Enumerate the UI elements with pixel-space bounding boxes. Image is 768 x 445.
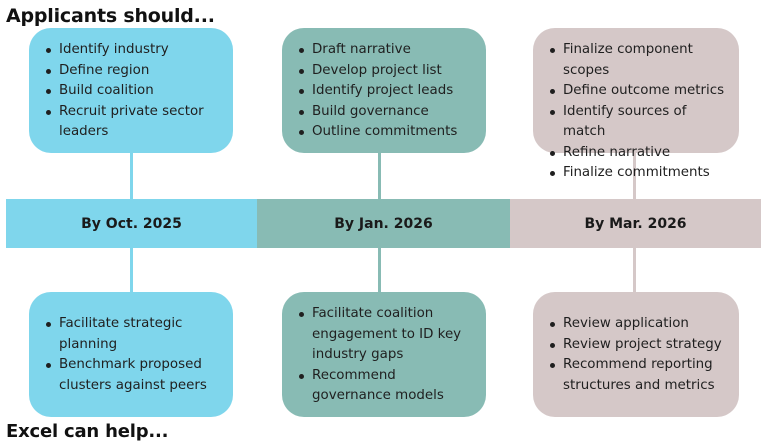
- task-item: Identify industry: [46, 40, 225, 61]
- connector-line-3-bottom: [633, 247, 636, 293]
- connector-line-2-top: [378, 152, 381, 200]
- applicant-tasks-card-1: Identify industry Define region Build co…: [29, 28, 233, 153]
- help-item: Review project strategy: [550, 335, 731, 356]
- applicant-tasks-card-3: Finalize component scopes Define outcome…: [533, 28, 739, 180]
- task-item: Finalize component scopes: [550, 40, 731, 81]
- help-list: Review application Review project strate…: [533, 314, 731, 396]
- connector-line-1-top: [130, 150, 133, 200]
- connector-line-3-top: [633, 152, 636, 200]
- task-item: Build governance: [299, 102, 478, 123]
- timeline-date-label: By Oct. 2025: [81, 215, 182, 232]
- connector-line-2-bottom: [378, 247, 381, 293]
- task-item: Refine narrative: [550, 143, 731, 164]
- task-item: Identify sources of match: [550, 102, 731, 143]
- help-item: Recommend governance models: [299, 366, 478, 407]
- timeline-date-label: By Jan. 2026: [334, 215, 433, 232]
- connector-line-1-bottom: [130, 247, 133, 293]
- task-item: Develop project list: [299, 61, 478, 82]
- task-list: Identify industry Define region Build co…: [29, 40, 225, 143]
- timeline-date-label: By Mar. 2026: [584, 215, 687, 232]
- task-item: Define outcome metrics: [550, 81, 731, 102]
- applicants-heading: Applicants should...: [6, 5, 215, 27]
- task-item: Recruit private sector leaders: [46, 102, 225, 143]
- task-item: Draft narrative: [299, 40, 478, 61]
- help-item: Review application: [550, 314, 731, 335]
- timeline-band-mar-2026: By Mar. 2026: [510, 199, 761, 248]
- task-item: Finalize commitments: [550, 163, 731, 184]
- help-item: Facilitate coalition engagement to ID ke…: [299, 304, 478, 366]
- task-item: Define region: [46, 61, 225, 82]
- help-list: Facilitate coalition engagement to ID ke…: [282, 304, 478, 407]
- task-list: Draft narrative Develop project list Ide…: [282, 40, 478, 143]
- excel-help-card-3: Review application Review project strate…: [533, 292, 739, 417]
- applicant-tasks-card-2: Draft narrative Develop project list Ide…: [282, 28, 486, 153]
- task-item: Identify project leads: [299, 81, 478, 102]
- timeline-band-jan-2026: By Jan. 2026: [257, 199, 510, 248]
- excel-help-card-2: Facilitate coalition engagement to ID ke…: [282, 292, 486, 417]
- help-item: Recommend reporting structures and metri…: [550, 355, 731, 396]
- help-item: Benchmark proposed clusters against peer…: [46, 355, 225, 396]
- timeline-band-oct-2025: By Oct. 2025: [6, 199, 257, 248]
- excel-help-heading: Excel can help...: [6, 421, 169, 442]
- task-list: Finalize component scopes Define outcome…: [533, 40, 731, 184]
- task-item: Build coalition: [46, 81, 225, 102]
- task-item: Outline commitments: [299, 122, 478, 143]
- excel-help-card-1: Facilitate strategic planning Benchmark …: [29, 292, 233, 417]
- help-list: Facilitate strategic planning Benchmark …: [29, 314, 225, 396]
- help-item: Facilitate strategic planning: [46, 314, 225, 355]
